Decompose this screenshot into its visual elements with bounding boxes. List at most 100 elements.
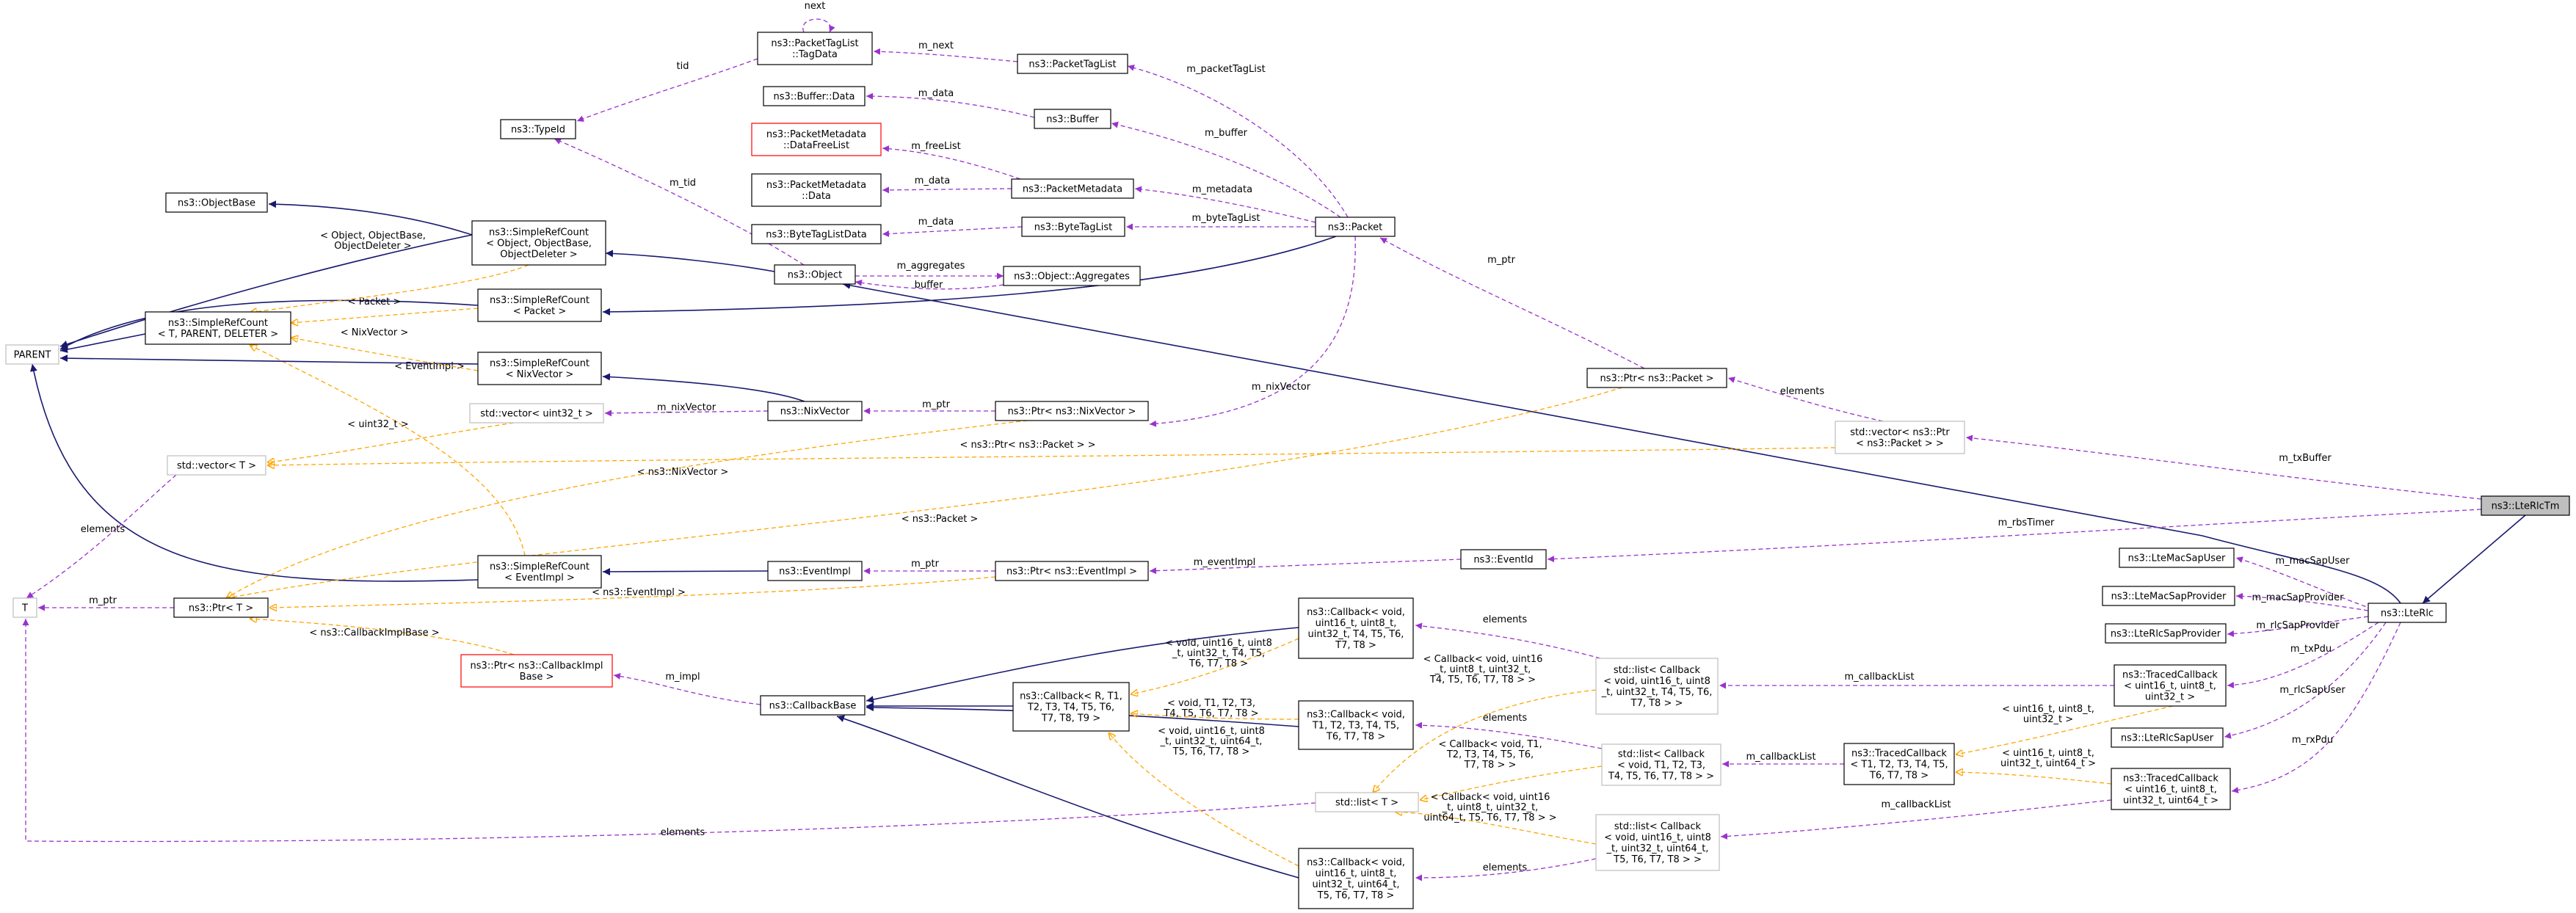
edge-elem-vt: elements — [26, 474, 177, 599]
class-node-ptr-packet[interactable]: ns3::Ptr< ns3::Packet > — [1586, 368, 1727, 388]
class-node-parent[interactable]: PARENT — [5, 344, 59, 365]
class-node-src-tmpl[interactable]: ns3::SimpleRefCount< T, PARENT, DELETER … — [145, 311, 291, 345]
edge-cblist-a: m_callbackList — [1719, 672, 2114, 689]
class-node-object[interactable]: ns3::Object — [774, 264, 856, 285]
edge-label-line: m_impl — [665, 672, 700, 683]
edge-label-line: m_data — [918, 217, 954, 228]
class-node-ptl-tagdata[interactable]: ns3::PacketTagList::TagData — [757, 32, 873, 65]
class-node-stdlist-b[interactable]: std::list< Callback< void, T1, T2, T3,T4… — [1601, 743, 1721, 786]
class-node-src-nixvector[interactable]: ns3::SimpleRefCount< NixVector > — [477, 352, 602, 385]
class-node-tracedcb-c[interactable]: ns3::TracedCallback< uint16_t, uint8_t,u… — [2111, 768, 2231, 810]
class-node-ltemacsapprovider[interactable]: ns3::LteMacSapProvider — [2102, 586, 2235, 606]
edge-label-line: uint64_t, T5, T6, T7, T8 > > — [1423, 812, 1556, 823]
edge-line — [613, 672, 761, 705]
class-node-tracedcb-b[interactable]: ns3::TracedCallback< T1, T2, T3, T4, T5,… — [1843, 743, 1955, 785]
class-node-stdvector-t[interactable]: std::vector< T > — [167, 455, 266, 476]
class-node-src-eventimpl[interactable]: ns3::SimpleRefCount< EventImpl > — [477, 555, 602, 589]
edge-label: elements — [1483, 713, 1528, 724]
class-node-t[interactable]: T — [12, 597, 37, 618]
edge-buffer-data: m_data — [866, 88, 1035, 118]
class-node-tracedcb-a[interactable]: ns3::TracedCallback< uint16_t, uint8_t,u… — [2114, 664, 2227, 707]
class-node-packetmetadata[interactable]: ns3::PacketMetadata — [1011, 178, 1134, 199]
edge-line — [2227, 622, 2379, 688]
edge-label: m_packetTagList — [1186, 64, 1265, 75]
class-node-bytetaglist[interactable]: ns3::ByteTagList — [1021, 217, 1125, 237]
node-label-line: ObjectDeleter > — [500, 250, 577, 261]
edge-label: m_eventImpl — [1194, 557, 1256, 568]
class-node-packet[interactable]: ns3::Packet — [1315, 217, 1396, 237]
edge-line — [1149, 236, 1356, 427]
class-node-cb-a[interactable]: ns3::Callback< void,uint16_t, uint8_t,ui… — [1298, 597, 1414, 659]
node-box — [1835, 421, 1965, 454]
node-box — [165, 192, 268, 213]
class-node-lterlc[interactable]: ns3::LteRlc — [2368, 603, 2447, 623]
class-node-typeid[interactable]: ns3::TypeId — [500, 119, 576, 139]
class-node-src-packet[interactable]: ns3::SimpleRefCount< Packet > — [477, 288, 602, 322]
edge-cbimplbase: < ns3::CallbackImplBase > — [250, 619, 515, 655]
class-node-ptr-t[interactable]: ns3::Ptr< T > — [173, 597, 269, 618]
class-node-lterlctm[interactable]: ns3::LteRlcTm — [2481, 495, 2570, 516]
edge-label-line: uint32_t, uint64_t > — [2000, 758, 2096, 769]
class-node-cb-c[interactable]: ns3::Callback< void,uint16_t, uint8_t,ui… — [1298, 848, 1414, 909]
edge-line — [873, 48, 1018, 62]
class-node-stdlist-a[interactable]: std::list< Callback< void, uint16_t, uin… — [1595, 658, 1719, 715]
node-box — [500, 119, 576, 139]
edge-label: < Callback< void, uint16_t, uint8_t, uin… — [1423, 792, 1556, 823]
class-node-stdvector-u32[interactable]: std::vector< uint32_t > — [469, 403, 604, 423]
node-label-line: ns3::Callback< void, — [1307, 607, 1405, 618]
class-node-ptr-eventimpl[interactable]: ns3::Ptr< ns3::EventImpl > — [995, 561, 1149, 581]
edge-tcb-rc: < void, uint16_t, uint8_t, uint32_t, uin… — [1109, 726, 1299, 867]
class-node-ptr-nixvector[interactable]: ns3::Ptr< ns3::NixVector > — [995, 401, 1149, 421]
node-label-line: ns3::PacketTagList — [1028, 59, 1116, 70]
node-label-line: ns3::SimpleRefCount — [490, 561, 589, 572]
class-node-lterlcsapprovider[interactable]: ns3::LteRlcSapProvider — [2105, 623, 2227, 644]
node-box — [1003, 266, 1141, 286]
class-node-eventimpl[interactable]: ns3::EventImpl — [767, 561, 863, 581]
class-node-stdlist-t[interactable]: std::list< T > — [1315, 792, 1419, 812]
class-node-object-aggregates[interactable]: ns3::Object::Aggregates — [1003, 266, 1141, 286]
edge-line — [1547, 509, 2482, 563]
class-node-pm-datafreelist[interactable]: ns3::PacketMetadata::DataFreeList — [751, 123, 882, 156]
node-label: ns3::PacketTagList::TagData — [771, 38, 858, 60]
class-node-cb-r[interactable]: ns3::Callback< R, T1,T2, T3, T4, T5, T6,… — [1012, 682, 1130, 732]
edge-line — [882, 226, 1023, 238]
node-label-line: ns3::Callback< void, — [1307, 710, 1405, 721]
edge-label: m_metadata — [1192, 184, 1252, 195]
class-node-packettaglist[interactable]: ns3::PacketTagList — [1017, 54, 1128, 74]
class-node-buffer[interactable]: ns3::Buffer — [1034, 109, 1111, 129]
class-node-pm-data[interactable]: ns3::PacketMetadata::Data — [751, 173, 882, 207]
class-node-bytetaglistdata[interactable]: ns3::ByteTagListData — [751, 224, 882, 244]
edge-line — [836, 715, 1299, 879]
edge-macsapprovider: m_macSapProvider — [2235, 592, 2369, 611]
class-node-eventid[interactable]: ns3::EventId — [1460, 549, 1547, 570]
node-label-line: ns3::Ptr< ns3::NixVector > — [1008, 407, 1136, 418]
edge-label-line: m_ptr — [922, 399, 951, 410]
class-node-src-object[interactable]: ns3::SimpleRefCount< Object, ObjectBase,… — [471, 220, 606, 266]
class-node-stdlist-c[interactable]: std::list< Callback< void, uint16_t, uin… — [1595, 814, 1720, 871]
edge-line — [842, 281, 2401, 604]
class-node-stdvector-ptrpacket[interactable]: std::vector< ns3::Ptr< ns3::Packet > > — [1835, 421, 1965, 454]
class-node-callbackbase[interactable]: ns3::CallbackBase — [760, 695, 866, 716]
class-node-lterlcsapuser[interactable]: ns3::LteRlcSapUser — [2111, 727, 2224, 748]
class-node-ltemacsapuser[interactable]: ns3::LteMacSapUser — [2119, 548, 2235, 568]
edge-line — [602, 373, 805, 402]
edge-label-line: < uint16_t, uint8_t, — [2002, 704, 2094, 715]
node-label-line: ns3::Ptr< T > — [189, 603, 253, 614]
edge-label: m_data — [915, 175, 950, 186]
edge-tlist-c: < Callback< void, uint16_t, uint8_t, uin… — [1395, 792, 1597, 845]
edge-label-line: m_txBuffer — [2279, 453, 2332, 464]
edge-src-nix-parent — [59, 354, 479, 365]
node-box — [145, 311, 291, 345]
class-node-cb-b[interactable]: ns3::Callback< void,T1, T2, T3, T4, T5,T… — [1298, 700, 1414, 750]
node-label-line: ns3::LteRlcSapProvider — [2111, 629, 2221, 640]
edge-label: < Packet > — [348, 297, 402, 308]
edge-line — [1131, 713, 1299, 720]
edge-rlc-rlctm — [2422, 514, 2526, 604]
node-label: ns3::PacketTagList — [1028, 59, 1116, 70]
edge-label: elements — [1483, 862, 1528, 873]
class-node-objectbase[interactable]: ns3::ObjectBase — [165, 192, 268, 213]
class-node-nixvector[interactable]: ns3::NixVector — [767, 401, 863, 421]
node-box — [751, 123, 882, 156]
class-node-buffer-data[interactable]: ns3::Buffer::Data — [763, 86, 866, 106]
